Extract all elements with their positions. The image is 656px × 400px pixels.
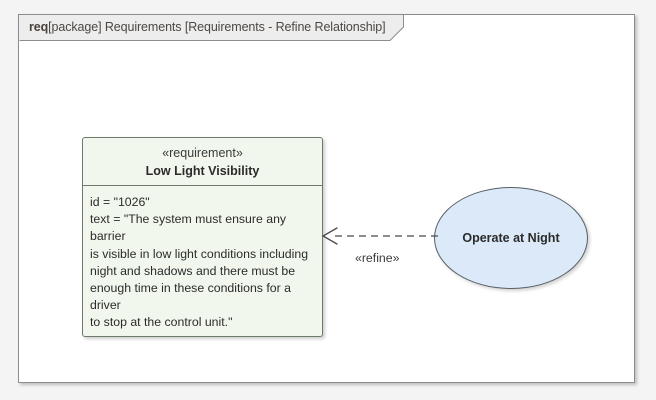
usecase-name-label: Operate at Night bbox=[462, 231, 560, 245]
refine-open-arrowhead-icon bbox=[321, 227, 338, 245]
frame-title-label: [package] Requirements [Requirements - R… bbox=[48, 20, 386, 34]
requirement-node-low-light-visibility[interactable]: «requirement» Low Light Visibility id = … bbox=[82, 137, 323, 337]
requirement-header: «requirement» Low Light Visibility bbox=[83, 138, 322, 186]
usecase-node-operate-at-night[interactable]: Operate at Night bbox=[434, 187, 588, 289]
requirement-stereotype-label: «requirement» bbox=[162, 146, 243, 160]
frame-kind-label: req bbox=[29, 20, 49, 34]
frame-tab-label: req[package] Requirements [Requirements … bbox=[29, 15, 386, 40]
diagram-frame: req[package] Requirements [Requirements … bbox=[18, 14, 635, 383]
requirement-name-label: Low Light Visibility bbox=[145, 164, 260, 178]
requirement-properties-compartment: id = "1026" text = "The system must ensu… bbox=[90, 195, 309, 330]
refine-stereotype-label: «refine» bbox=[355, 251, 400, 265]
